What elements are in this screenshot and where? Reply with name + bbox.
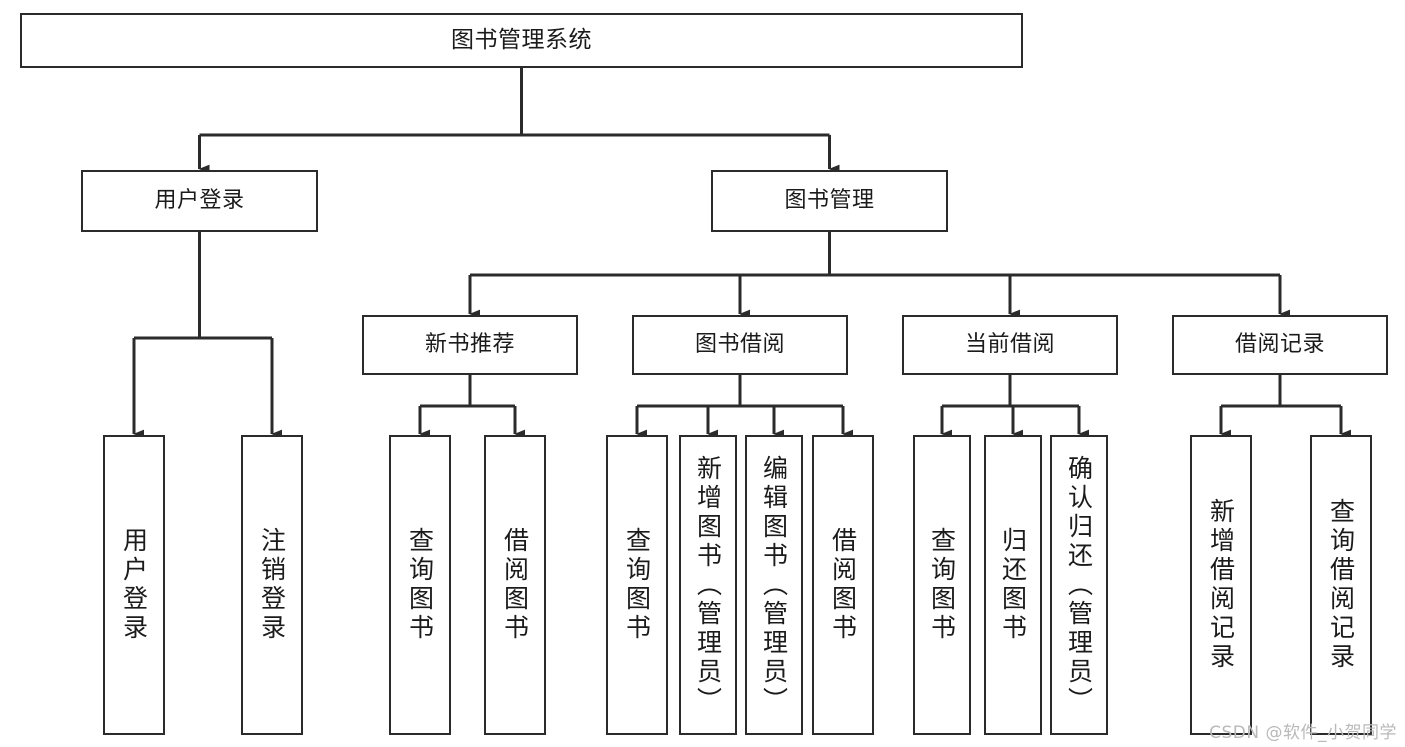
- node-label: 借阅记录: [1234, 331, 1325, 357]
- node-leaf-bb-borrow[interactable]: 借阅图书: [812, 435, 874, 735]
- node-leaf-cb-confirm[interactable]: 确认归还（管理员）: [1050, 435, 1108, 735]
- node-label: 新增借阅记录: [1206, 498, 1236, 672]
- node-label: 新增图书（管理员）: [693, 454, 723, 716]
- node-leaf-rec-query[interactable]: 查询图书: [389, 435, 451, 735]
- node-leaf-user-login[interactable]: 用户登录: [103, 435, 165, 735]
- node-label: 用户登录: [119, 527, 149, 643]
- node-label: 用户登录: [154, 187, 245, 213]
- node-label: 借阅图书: [828, 527, 858, 643]
- node-new-book-rec[interactable]: 新书推荐: [362, 315, 578, 375]
- node-label: 新书推荐: [424, 331, 515, 357]
- watermark: CSDN @软件_小贺同学: [1209, 723, 1397, 743]
- node-leaf-bb-query[interactable]: 查询图书: [606, 435, 668, 735]
- node-user-login[interactable]: 用户登录: [81, 170, 318, 232]
- node-label: 图书借阅: [694, 331, 785, 357]
- node-label: 查询图书: [405, 527, 435, 643]
- node-label: 借阅图书: [500, 527, 530, 643]
- node-leaf-cb-query[interactable]: 查询图书: [913, 435, 971, 735]
- node-leaf-bb-edit[interactable]: 编辑图书（管理员）: [745, 435, 803, 735]
- node-leaf-br-query[interactable]: 查询借阅记录: [1310, 435, 1372, 735]
- node-label: 当前借阅: [964, 331, 1055, 357]
- node-borrow-record[interactable]: 借阅记录: [1172, 315, 1388, 375]
- node-leaf-rec-borrow[interactable]: 借阅图书: [484, 435, 546, 735]
- node-leaf-cb-return[interactable]: 归还图书: [984, 435, 1042, 735]
- node-root[interactable]: 图书管理系统: [20, 13, 1023, 68]
- node-label: 查询图书: [927, 527, 957, 643]
- node-book-mgmt[interactable]: 图书管理: [711, 170, 948, 232]
- node-label: 图书管理: [784, 187, 875, 213]
- node-label: 注销登录: [257, 527, 287, 643]
- node-leaf-bb-add[interactable]: 新增图书（管理员）: [679, 435, 737, 735]
- node-book-borrow[interactable]: 图书借阅: [632, 315, 848, 375]
- node-leaf-br-add[interactable]: 新增借阅记录: [1190, 435, 1252, 735]
- node-label: 图书管理系统: [451, 26, 592, 53]
- node-label: 查询借阅记录: [1326, 498, 1356, 672]
- node-label: 确认归还（管理员）: [1064, 454, 1094, 716]
- node-label: 编辑图书（管理员）: [759, 454, 789, 716]
- node-label: 查询图书: [622, 527, 652, 643]
- node-label: 归还图书: [998, 527, 1028, 643]
- node-current-borrow[interactable]: 当前借阅: [902, 315, 1118, 375]
- node-leaf-user-logout[interactable]: 注销登录: [241, 435, 303, 735]
